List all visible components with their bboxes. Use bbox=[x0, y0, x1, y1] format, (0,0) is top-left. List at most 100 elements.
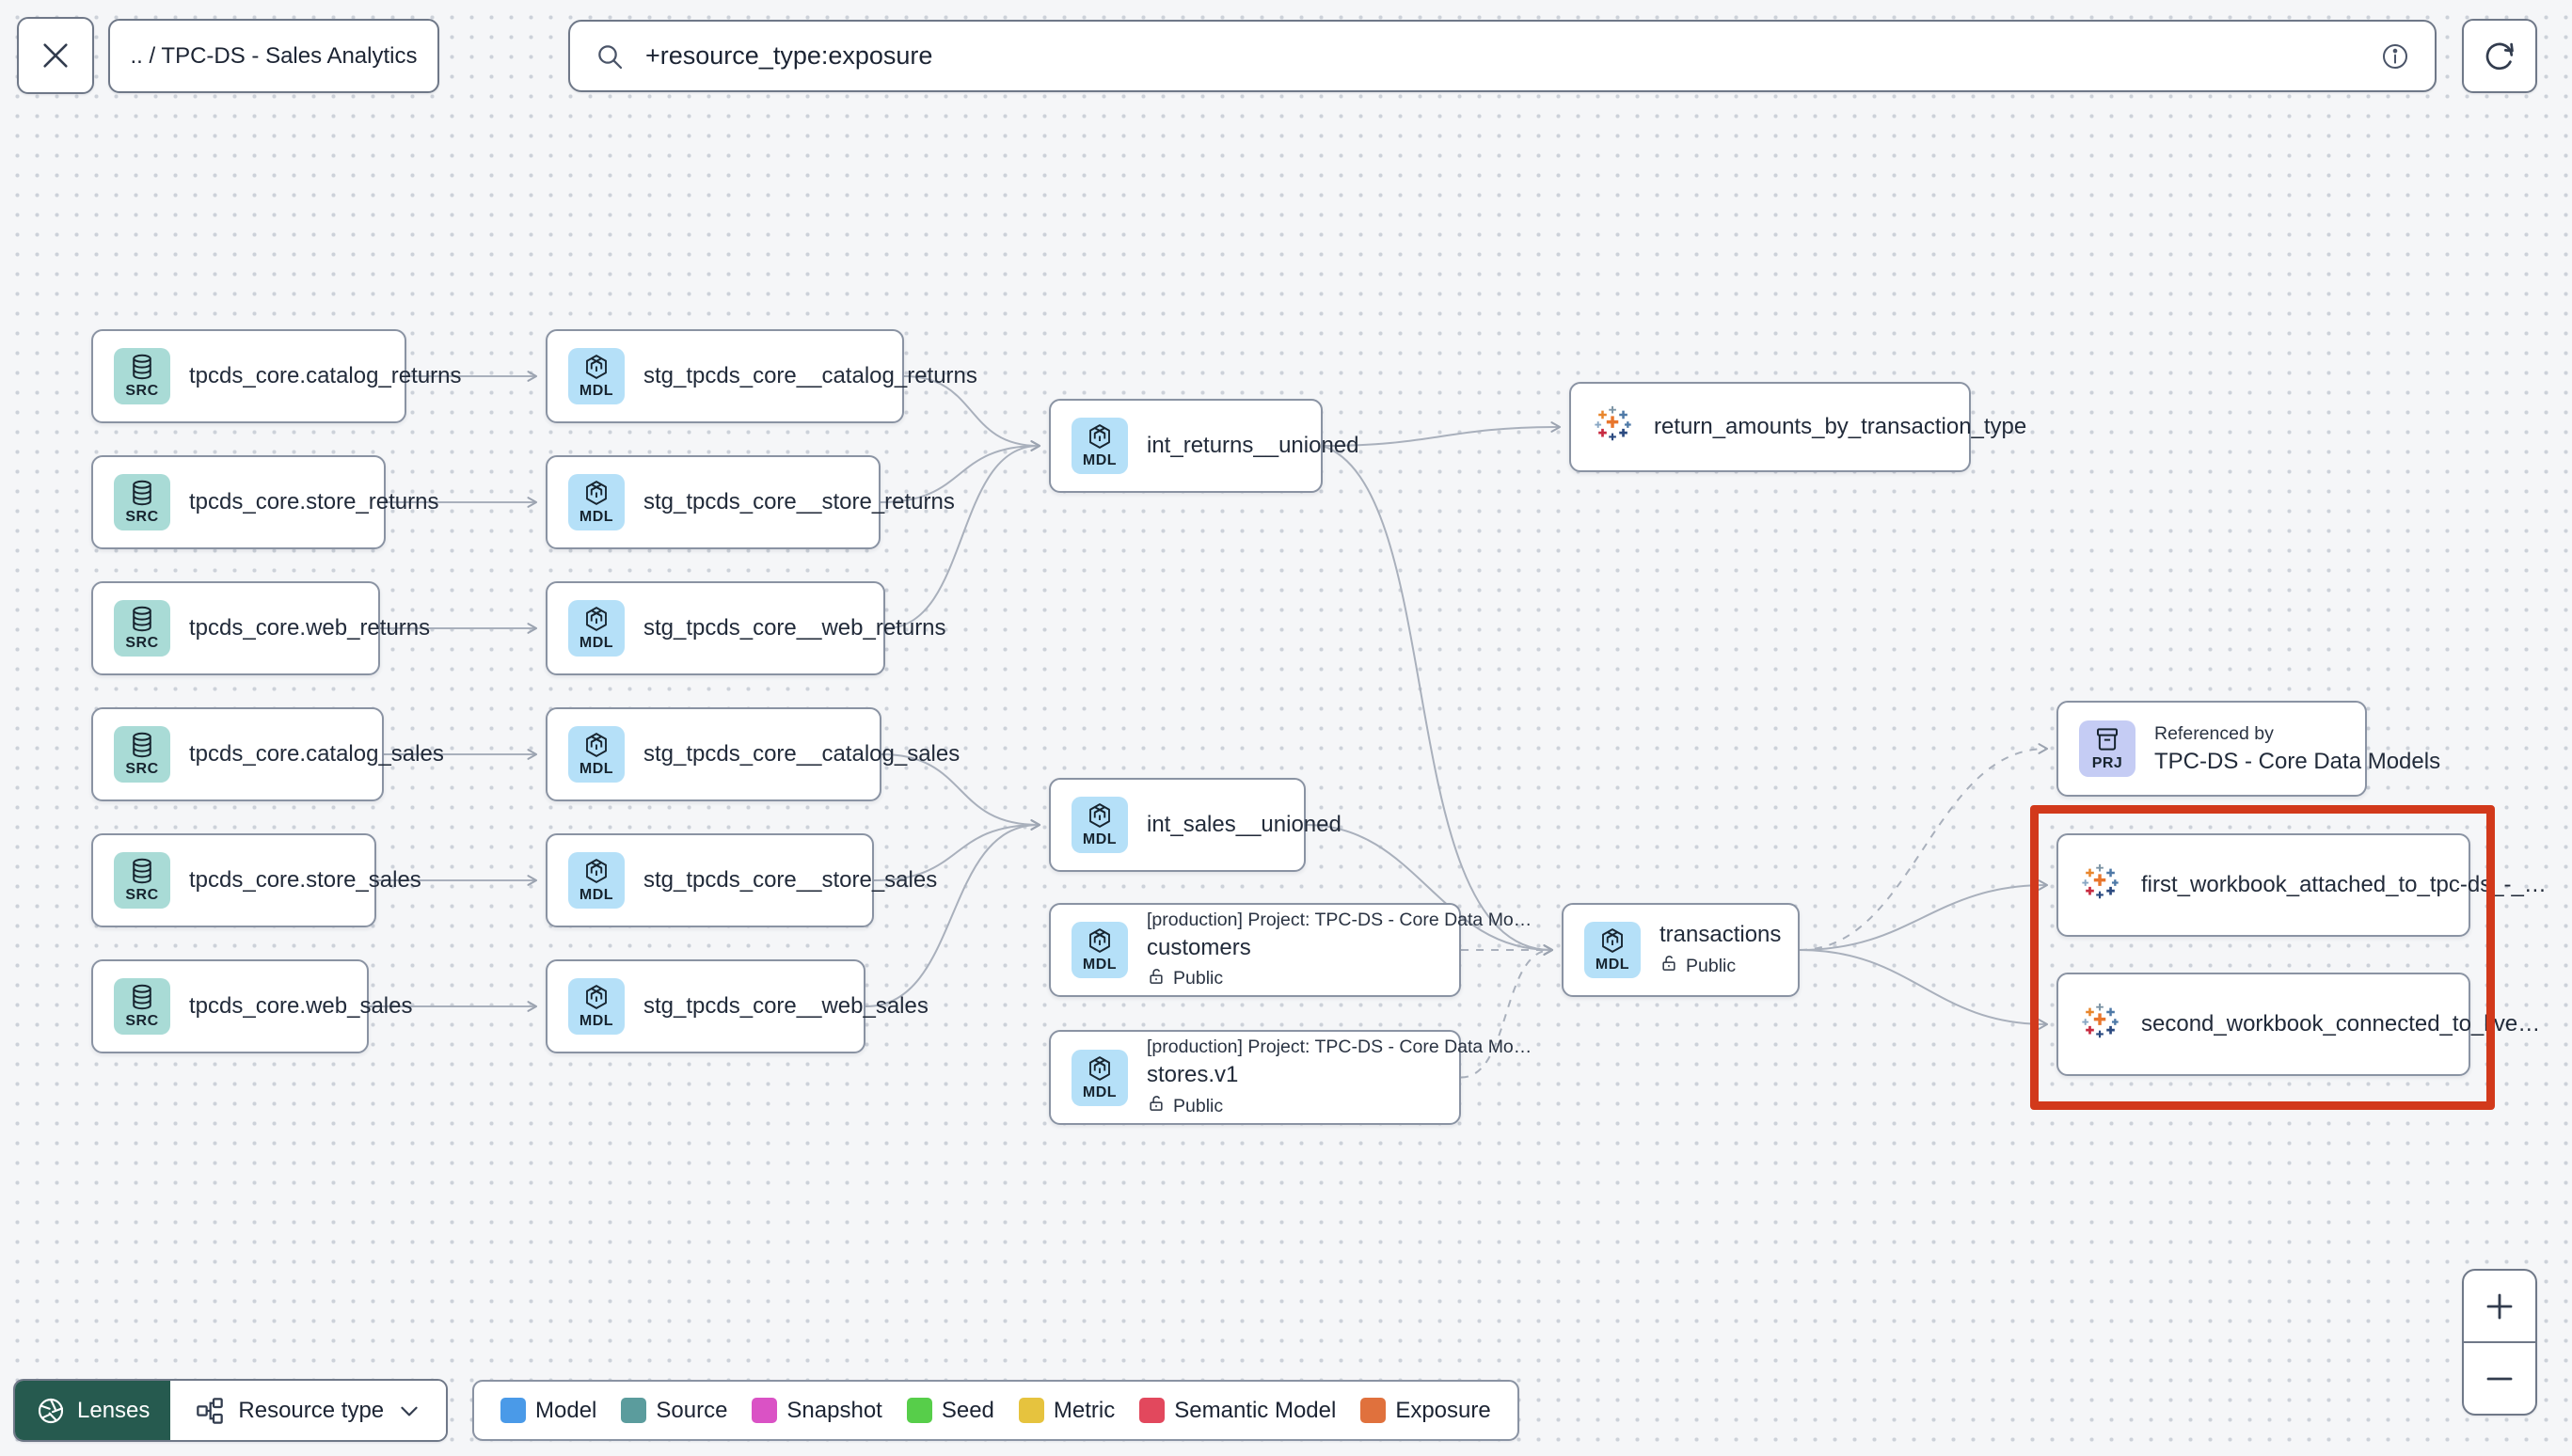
resource-type-icon bbox=[197, 1397, 224, 1424]
legend-item-source: Source bbox=[621, 1398, 727, 1424]
node-access: Public bbox=[1147, 967, 1532, 991]
edge-stg_store_sales-to-int_sales bbox=[873, 819, 1041, 881]
node-text: [production] Project: TPC-DS - Core Data… bbox=[1147, 910, 1532, 991]
node-supertitle: [production] Project: TPC-DS - Core Data… bbox=[1147, 1037, 1532, 1057]
cube-badge: MDL bbox=[568, 978, 625, 1035]
node-text: stg_tpcds_core__catalog_returns bbox=[643, 363, 977, 389]
node-title: stg_tpcds_core__catalog_returns bbox=[643, 363, 977, 388]
refresh-button[interactable] bbox=[2462, 19, 2537, 93]
lineage-node-src_web_sales[interactable]: SRC tpcds_core.web_sales bbox=[91, 959, 412, 1053]
node-title: tpcds_core.catalog_returns bbox=[189, 363, 462, 388]
resource-type-label: Resource type bbox=[238, 1397, 385, 1423]
cube-badge: MDL bbox=[568, 852, 625, 909]
node-title: tpcds_core.web_sales bbox=[189, 993, 413, 1019]
zoom-in-button[interactable] bbox=[2464, 1271, 2535, 1343]
node-text: second_workbook_connected_to_live… bbox=[2141, 1011, 2540, 1037]
close-button[interactable] bbox=[17, 17, 94, 94]
node-title: tpcds_core.store_sales bbox=[189, 867, 421, 893]
legend-label: Seed bbox=[941, 1397, 994, 1423]
cube-badge: MDL bbox=[1072, 1049, 1128, 1106]
refresh-icon bbox=[2485, 42, 2514, 70]
node-title: stg_tpcds_core__web_returns bbox=[643, 615, 946, 641]
lineage-node-stg_store_sales[interactable]: MDL stg_tpcds_core__store_sales bbox=[546, 833, 937, 927]
lineage-node-stores[interactable]: MDL [production] Project: TPC-DS - Core D… bbox=[1049, 1030, 1532, 1125]
lenses-button[interactable]: Lenses bbox=[15, 1381, 171, 1440]
legend-item-model: Model bbox=[500, 1398, 596, 1424]
node-title: stg_tpcds_core__store_returns bbox=[643, 489, 955, 514]
node-text: stg_tpcds_core__catalog_sales bbox=[643, 741, 960, 768]
cube-badge: MDL bbox=[1072, 418, 1128, 474]
node-text: stg_tpcds_core__web_returns bbox=[643, 615, 946, 641]
legend-label: Semantic Model bbox=[1174, 1397, 1337, 1423]
unlock-icon bbox=[1659, 954, 1678, 978]
node-text: stg_tpcds_core__store_sales bbox=[643, 867, 937, 894]
legend-swatch bbox=[752, 1398, 778, 1423]
edge-stg_catalog_returns-to-int_returns bbox=[903, 375, 1041, 451]
lineage-node-customers[interactable]: MDL [production] Project: TPC-DS - Core D… bbox=[1049, 903, 1532, 997]
zoom-out-button[interactable] bbox=[2464, 1343, 2535, 1414]
lineage-node-exp_return_amounts[interactable]: return_amounts_by_transaction_type bbox=[1569, 382, 2026, 472]
breadcrumb[interactable]: .. / TPC-DS - Sales Analytics bbox=[108, 19, 439, 93]
node-text: return_amounts_by_transaction_type bbox=[1654, 414, 2026, 440]
info-icon[interactable] bbox=[2380, 41, 2410, 71]
legend-swatch bbox=[1018, 1398, 1044, 1423]
minus-icon bbox=[2486, 1377, 2513, 1380]
database-badge: SRC bbox=[114, 978, 170, 1035]
legend-item-exposure: Exposure bbox=[1360, 1397, 1491, 1424]
lineage-node-src_store_returns[interactable]: SRC tpcds_core.store_returns bbox=[91, 455, 438, 549]
plus-icon bbox=[2486, 1293, 2513, 1319]
legend-label: Model bbox=[535, 1397, 597, 1423]
edge-int_returns-to-exp_return_amounts bbox=[1322, 421, 1562, 447]
edge-transactions-to-wb_second bbox=[1799, 949, 2049, 1030]
cube-badge: MDL bbox=[1072, 922, 1128, 978]
lineage-node-src_catalog_returns[interactable]: SRC tpcds_core.catalog_returns bbox=[91, 329, 462, 423]
lineage-node-wb_second[interactable]: second_workbook_connected_to_live… bbox=[2056, 973, 2540, 1076]
node-access: Public bbox=[1659, 954, 1781, 978]
node-text: tpcds_core.store_sales bbox=[189, 867, 421, 894]
legend-label: Exposure bbox=[1395, 1397, 1491, 1423]
lineage-node-stg_web_sales[interactable]: MDL stg_tpcds_core__web_sales bbox=[546, 959, 929, 1053]
edge-transactions-to-wb_first bbox=[1799, 879, 2049, 951]
node-text: int_sales__unioned bbox=[1147, 812, 1342, 838]
node-title: customers bbox=[1147, 934, 1251, 960]
legend-item-snapshot: Snapshot bbox=[752, 1398, 882, 1424]
archive-badge: PRJ bbox=[2079, 720, 2135, 777]
tableau-icon bbox=[2079, 1001, 2122, 1049]
node-title: tpcds_core.web_returns bbox=[189, 615, 431, 641]
database-badge: SRC bbox=[114, 348, 170, 404]
database-badge: SRC bbox=[114, 474, 170, 530]
node-title: stg_tpcds_core__catalog_sales bbox=[643, 741, 961, 767]
node-text: [production] Project: TPC-DS - Core Data… bbox=[1147, 1037, 1532, 1118]
tableau-icon bbox=[2079, 862, 2122, 910]
node-title: return_amounts_by_transaction_type bbox=[1654, 414, 2027, 439]
legend-swatch bbox=[906, 1398, 932, 1423]
node-text: stg_tpcds_core__web_sales bbox=[643, 993, 929, 1020]
legend-swatch bbox=[500, 1398, 526, 1423]
legend-swatch bbox=[1139, 1398, 1166, 1423]
search-input[interactable] bbox=[645, 41, 2380, 71]
legend-swatch bbox=[621, 1398, 647, 1423]
lineage-node-wb_first[interactable]: first_workbook_attached_to_tpc-ds_-_… bbox=[2056, 833, 2547, 937]
edge-stg_catalog_sales-to-int_sales bbox=[881, 753, 1041, 831]
chevron-down-icon bbox=[401, 1406, 418, 1416]
node-text: stg_tpcds_core__store_returns bbox=[643, 489, 955, 515]
node-text: tpcds_core.store_returns bbox=[189, 489, 438, 515]
node-text: first_workbook_attached_to_tpc-ds_-_… bbox=[2141, 872, 2547, 898]
resource-type-dropdown[interactable]: Resource type bbox=[170, 1381, 447, 1440]
search-bar bbox=[568, 20, 2437, 92]
unlock-icon bbox=[1147, 967, 1166, 991]
legend-item-seed: Seed bbox=[906, 1397, 994, 1424]
